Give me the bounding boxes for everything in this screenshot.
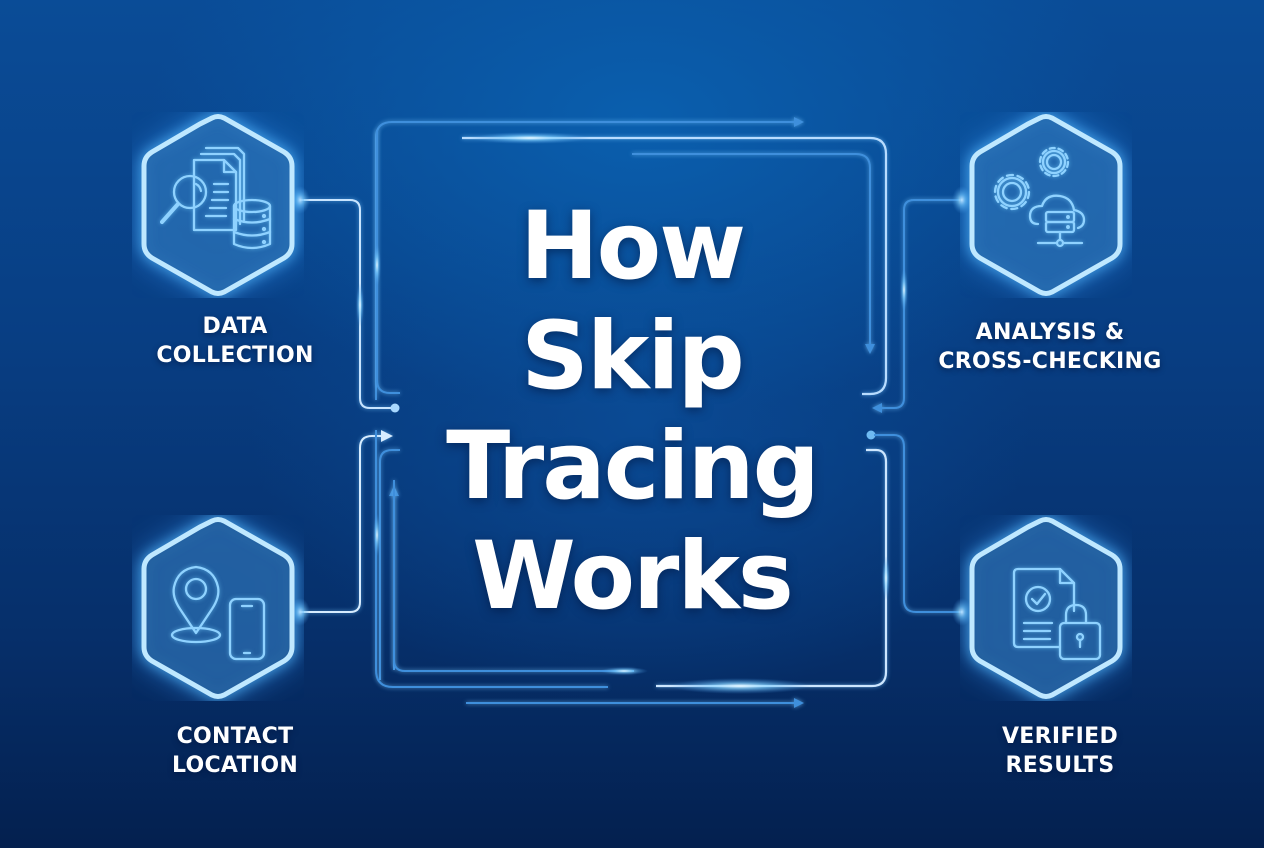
step-label-contact-location: CONTACT LOCATION bbox=[110, 722, 360, 780]
map-pin-phone-icon bbox=[141, 517, 295, 699]
step-label-analysis: ANALYSIS & CROSS-CHECKING bbox=[900, 318, 1200, 376]
label-line: DATA bbox=[202, 314, 268, 339]
title-line: Works bbox=[472, 522, 794, 631]
step-contact-location bbox=[132, 515, 304, 705]
label-line: COLLECTION bbox=[156, 343, 314, 368]
step-verified-results bbox=[960, 515, 1132, 705]
document-check-lock-icon bbox=[969, 517, 1123, 699]
connector-dot bbox=[390, 403, 400, 413]
step-label-data-collection: DATA COLLECTION bbox=[110, 312, 360, 370]
label-line: CROSS-CHECKING bbox=[938, 349, 1162, 374]
light-flares bbox=[290, 132, 972, 694]
step-data-collection bbox=[132, 112, 304, 302]
title-line: Tracing bbox=[446, 412, 820, 521]
label-line: CONTACT bbox=[176, 724, 294, 749]
title-line: How bbox=[519, 192, 746, 301]
magnifier-documents-database-icon bbox=[141, 114, 295, 296]
label-line: LOCATION bbox=[171, 753, 299, 778]
step-label-verified-results: VERIFIED RESULTS bbox=[950, 722, 1170, 780]
step-analysis bbox=[960, 112, 1132, 302]
label-line: RESULTS bbox=[1005, 753, 1115, 778]
label-line: VERIFIED bbox=[1001, 724, 1119, 749]
connector-dot bbox=[866, 430, 876, 440]
bottom-flow-lines bbox=[375, 430, 804, 708]
title-line: Skip bbox=[521, 302, 745, 411]
gears-cloud-server-icon bbox=[969, 114, 1123, 296]
label-line: ANALYSIS & bbox=[975, 320, 1125, 345]
diagram-title: How Skip Tracing Works bbox=[380, 192, 884, 632]
